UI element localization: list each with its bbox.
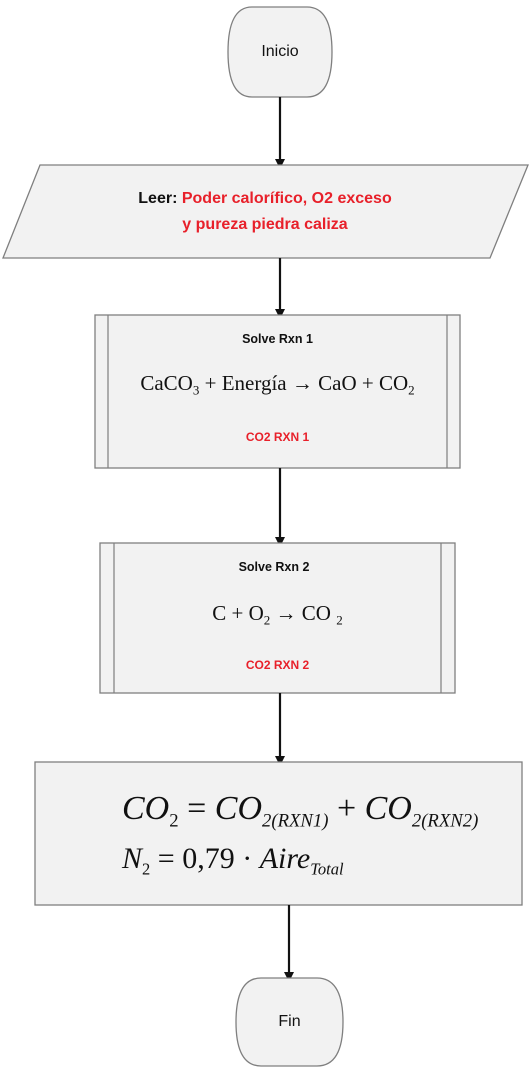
input-node: Leer: Poder calorífico, O2 exceso y pure…: [40, 165, 490, 258]
input-parallelogram-shape: [2, 164, 529, 259]
start-terminal: Inicio: [228, 7, 332, 97]
process2-shape: [99, 542, 456, 694]
process1-node: Solve Rxn 1 CaCO3 + Energía → CaO + CO2 …: [108, 315, 447, 468]
process2-equation: C + O2 → CO 2: [212, 600, 343, 628]
process1-shape: [94, 314, 461, 469]
process1-footer: CO2 RXN 1: [245, 430, 310, 444]
start-terminal-shape: [227, 6, 333, 98]
input-line2: y pureza piedra caliza: [182, 215, 348, 233]
input-lead: Leer:: [138, 189, 178, 207]
input-line1: Poder calorífico, O2 exceso: [181, 189, 392, 207]
end-terminal-shape: [235, 977, 344, 1067]
final-equation-n2: N2 = 0,79 · AireTotal: [122, 842, 344, 879]
final-node: CO2 = CO2(RXN1) + CO2(RXN2) N2 = 0,79 · …: [122, 790, 520, 902]
process1-title: Solve Rxn 1: [242, 332, 313, 346]
process2-title: Solve Rxn 2: [238, 560, 310, 574]
final-process-shape: [34, 761, 523, 906]
end-terminal: Fin: [236, 978, 343, 1066]
process2-node: Solve Rxn 2 C + O2 → CO 2 CO2 RXN 2: [114, 543, 441, 693]
process1-equation: CaCO3 + Energía → CaO + CO2: [140, 370, 415, 398]
start-label: Inicio: [261, 43, 299, 60]
process2-footer: CO2 RXN 2: [245, 658, 310, 672]
final-equation-co2: CO2 = CO2(RXN1) + CO2(RXN2): [122, 790, 479, 832]
end-label: Fin: [278, 1013, 301, 1030]
